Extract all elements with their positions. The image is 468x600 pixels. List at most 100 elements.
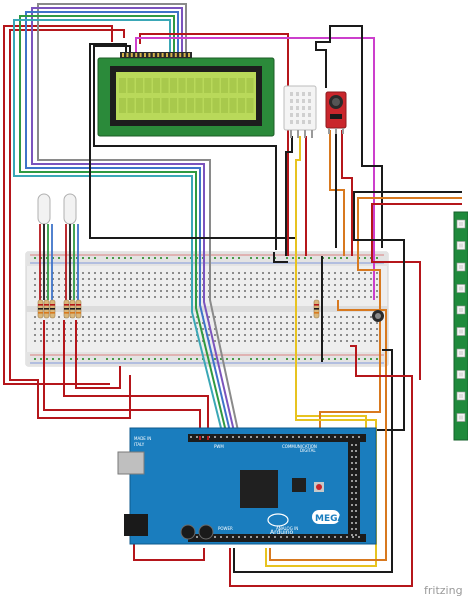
communication-header-label: COMMUNICATION (282, 444, 317, 449)
breadboard-hole (184, 272, 186, 274)
header-pin (351, 450, 353, 452)
header-pin (322, 436, 324, 438)
breadboard-hole (112, 322, 114, 324)
breadboard-hole (142, 334, 144, 336)
breadboard-hole (364, 278, 366, 280)
breadboard-hole (310, 272, 312, 274)
breadboard-hole (232, 296, 234, 298)
dht-vent (308, 106, 311, 110)
arduino-logo (267, 513, 289, 527)
breadboard-hole (124, 334, 126, 336)
header-pin (355, 516, 357, 518)
breadboard-hole (244, 322, 246, 324)
lcd-pin (130, 53, 133, 57)
lcd-pin (126, 53, 129, 57)
rail-hole (160, 257, 162, 259)
header-pin (280, 536, 282, 538)
breadboard-hole (172, 316, 174, 318)
breadboard-hole (172, 322, 174, 324)
wire-black-bb-left (273, 252, 288, 263)
breadboard-hole (82, 296, 84, 298)
breadboard-hole (226, 316, 228, 318)
breadboard-hole (364, 290, 366, 292)
breadboard-hole (166, 340, 168, 342)
rail-hole (298, 358, 300, 360)
breadboard-hole (88, 322, 90, 324)
breadboard-hole (334, 322, 336, 324)
breadboard-hole (70, 322, 72, 324)
breadboard-hole (250, 322, 252, 324)
breadboard-hole (232, 278, 234, 280)
breadboard-hole (124, 328, 126, 330)
breadboard-hole (370, 272, 372, 274)
header-pin (351, 528, 353, 530)
breadboard-hole (280, 340, 282, 342)
breadboard-hole (214, 334, 216, 336)
breadboard-hole (88, 334, 90, 336)
lcd-cell (204, 78, 211, 93)
rail-hole (94, 257, 96, 259)
breadboard-hole (226, 322, 228, 324)
rail-hole (58, 358, 60, 360)
breadboard-hole (34, 290, 36, 292)
breadboard-hole (292, 334, 294, 336)
breadboard-hole (148, 328, 150, 330)
breadboard-hole (130, 328, 132, 330)
breadboard-hole (226, 340, 228, 342)
header-pin (238, 436, 240, 438)
breadboard-hole (286, 316, 288, 318)
lcd-cell (195, 78, 203, 93)
breadboard-hole (274, 272, 276, 274)
breadboard-hole (340, 290, 342, 292)
header-pin (244, 536, 246, 538)
breadboard-hole (130, 316, 132, 318)
breadboard-hole (112, 284, 114, 286)
lcd-pin (179, 53, 182, 57)
breadboard-hole (70, 284, 72, 286)
breadboard-hole (286, 272, 288, 274)
breadboard-hole (88, 284, 90, 286)
breadboard-hole (100, 316, 102, 318)
rail-hole (268, 257, 270, 259)
breadboard-hole (268, 296, 270, 298)
breadboard-hole (358, 296, 360, 298)
header-pin (256, 536, 258, 538)
lcd-pin (144, 53, 146, 57)
breadboard-hole (94, 316, 96, 318)
breadboard-hole (298, 340, 300, 342)
lcd-header-pins (122, 53, 190, 57)
breadboard-hole (304, 296, 306, 298)
rail-hole (238, 358, 240, 360)
breadboard-hole (190, 316, 192, 318)
power-header-label: POWER (218, 526, 233, 531)
breadboard-hole (76, 290, 78, 292)
header-pin (292, 536, 294, 538)
header-pin (232, 436, 234, 438)
breadboard-hole (370, 328, 372, 330)
rail-hole (166, 358, 168, 360)
breadboard-hole (268, 284, 270, 286)
breadboard-hole (112, 296, 114, 298)
breadboard-hole (154, 284, 156, 286)
breadboard-hole (70, 340, 72, 342)
header-pin (244, 436, 246, 438)
breadboard-hole (178, 290, 180, 292)
breadboard-hole (172, 340, 174, 342)
wire-black-right (233, 349, 393, 573)
breadboard-hole (304, 284, 306, 286)
rail-hole (160, 358, 162, 360)
breadboard-hole (292, 296, 294, 298)
breadboard-hole (130, 334, 132, 336)
header-pin (355, 456, 357, 458)
breadboard-hole (184, 328, 186, 330)
breadboard-hole (40, 272, 42, 274)
breadboard-hole (352, 340, 354, 342)
breadboard-hole (214, 316, 216, 318)
breadboard-hole (136, 328, 138, 330)
breadboard-hole (268, 316, 270, 318)
breadboard-hole (94, 284, 96, 286)
rail-hole (118, 358, 120, 360)
dht-vent (296, 106, 299, 110)
breadboard-hole (352, 316, 354, 318)
breadboard-hole (100, 328, 102, 330)
